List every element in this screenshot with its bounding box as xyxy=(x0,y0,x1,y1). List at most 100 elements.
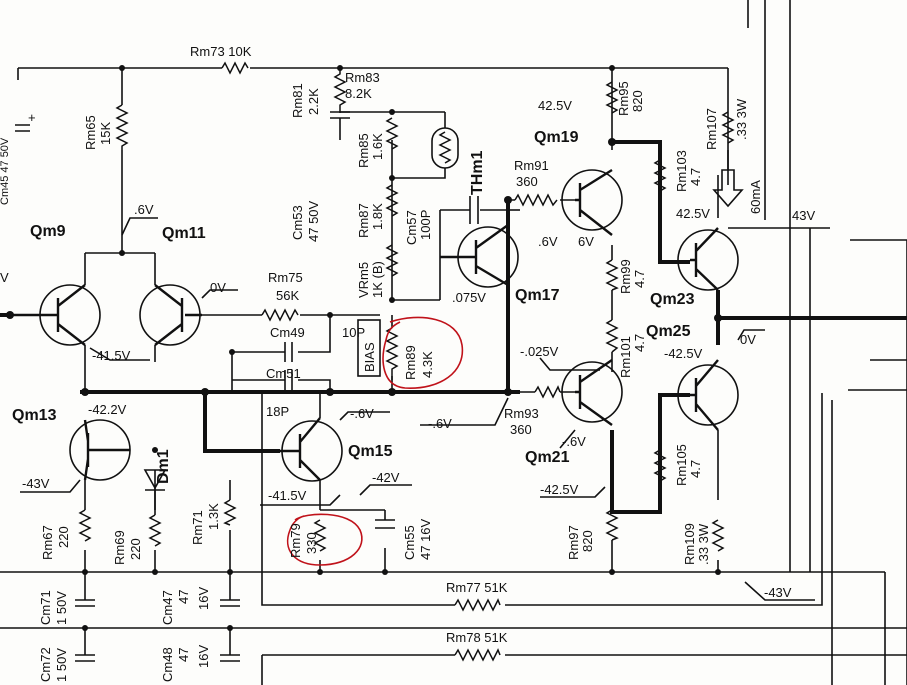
rm81-value: 2.2K xyxy=(306,88,321,115)
rm97-value: 820 xyxy=(580,530,595,552)
cm57-value: 100P xyxy=(418,210,433,240)
rm97-resistor xyxy=(605,509,619,541)
rm79-value: 330 xyxy=(304,532,319,554)
thm1-label: THm1 xyxy=(469,150,486,195)
voltage-6v: 6V xyxy=(578,234,594,249)
rm69-value: 220 xyxy=(128,538,143,560)
voltage-qm9-emitter: -41.5V xyxy=(92,348,131,363)
rm77-resistor xyxy=(454,598,501,612)
rm109-name: Rm109 xyxy=(682,523,697,565)
voltage-minus06: -.6V xyxy=(428,416,452,431)
rm97-name: Rm97 xyxy=(566,525,581,560)
current-arrow xyxy=(712,169,744,208)
qm23-label: Qm23 xyxy=(650,291,695,308)
rm101-resistor xyxy=(605,319,619,353)
rm65-value: 15K xyxy=(98,122,113,145)
bias-box xyxy=(357,319,381,377)
rm85-name: Rm85 xyxy=(356,133,371,168)
junction-dots xyxy=(6,65,722,631)
voltage-qm13: -42.2V xyxy=(88,402,127,417)
rm103-name: Rm103 xyxy=(674,150,689,192)
qm9-transistor xyxy=(12,284,101,346)
qm15-transistor xyxy=(280,417,343,482)
rm93-name: Rm93 xyxy=(504,406,539,421)
cm53-capacitor xyxy=(330,111,350,140)
vrm5-value: 1K (B) xyxy=(370,261,385,298)
transistor-symbols xyxy=(12,168,739,482)
voltage-0v-signal: 0V xyxy=(210,280,226,295)
qm17-label: Qm17 xyxy=(515,287,560,304)
qm13-label: Qm13 xyxy=(12,407,57,424)
bias-label: BIAS xyxy=(362,342,377,372)
rm81-name: Rm81 xyxy=(290,83,305,118)
rm89-resistor xyxy=(385,327,399,380)
rm95-name: Rm95 xyxy=(616,81,631,116)
rm78-label: Rm78 51K xyxy=(446,630,508,645)
cm49-value: 10P xyxy=(342,325,365,340)
rm95-resistor xyxy=(605,81,619,114)
qm17-transistor xyxy=(440,224,519,288)
dm1-diode xyxy=(143,469,167,515)
rm71-value: 1.3K xyxy=(206,503,221,530)
cm57-capacitor xyxy=(469,196,479,224)
cm55-value: 47 16V xyxy=(418,518,433,560)
qm9-label: Qm9 xyxy=(30,223,66,240)
rm99-resistor xyxy=(605,259,619,291)
capacitors xyxy=(15,111,479,662)
rm71-resistor xyxy=(223,499,237,526)
cm-edge-label: Cm45 47 50V xyxy=(0,137,11,205)
voltage-qm15-base: -.6V xyxy=(350,406,374,421)
vrm5-resistor xyxy=(385,244,399,277)
cm55-capacitor xyxy=(375,519,395,529)
cm48-name: Cm48 xyxy=(160,647,175,682)
voltage-minus43-right: -43V xyxy=(764,585,792,600)
labels: Qm9 Qm11 Qm13 Qm15 Qm17 Qm19 Qm21 Qm23 Q… xyxy=(0,44,815,682)
rm79-highlight xyxy=(286,513,363,566)
qm21-transistor xyxy=(561,359,623,426)
rm105-value: 4.7 xyxy=(688,460,703,478)
cm53-name: Cm53 xyxy=(290,205,305,240)
rm101-value: 4.7 xyxy=(632,334,647,352)
rm77-label: Rm77 51K xyxy=(446,580,508,595)
voltage-minus425-qm21: -42.5V xyxy=(540,482,579,497)
qm19-label: Qm19 xyxy=(534,129,579,146)
rm91-resistor xyxy=(514,193,558,207)
cm49-name: Cm49 xyxy=(270,325,305,340)
cm48-voltage: 16V xyxy=(196,645,211,668)
qm19-transistor xyxy=(561,168,623,236)
rm75-value: 56K xyxy=(276,288,299,303)
rm109-resistor xyxy=(711,519,725,552)
cm-edge-capacitor xyxy=(15,124,30,132)
cm55-name: Cm55 xyxy=(402,525,417,560)
cm53-value: 47 50V xyxy=(306,200,321,242)
voltage-left-edge: V xyxy=(0,270,9,285)
rm107-resistor xyxy=(721,111,735,144)
rm89-name: Rm89 xyxy=(403,345,418,380)
rm105-resistor xyxy=(653,449,667,482)
rm87-resistor xyxy=(385,184,399,217)
rm101-name: Rm101 xyxy=(618,336,633,378)
rm89-highlight xyxy=(382,316,464,389)
rm107-value: .33 3W xyxy=(734,98,749,140)
qm25-transistor xyxy=(677,359,739,431)
qm15-label: Qm15 xyxy=(348,443,393,460)
voltage-minus425-qm25: -42.5V xyxy=(664,346,703,361)
rm93-resistor xyxy=(534,385,561,399)
rm87-value: 1.8K xyxy=(370,203,385,230)
rm109-value: .33 3W xyxy=(696,523,711,565)
rm95-value: 820 xyxy=(630,90,645,112)
cm47-capacitor xyxy=(220,599,240,607)
qm13-transistor xyxy=(69,419,131,481)
rm89-value: 4.3K xyxy=(420,351,435,378)
rm103-resistor xyxy=(653,159,667,192)
cm51-value: 18P xyxy=(266,404,289,419)
voltage-qm11-base: .6V xyxy=(134,202,154,217)
rm69-resistor xyxy=(148,514,162,547)
voltage-06-qm19: .6V xyxy=(538,234,558,249)
voltage-minus0025: -.025V xyxy=(520,344,559,359)
rm83-value: 8.2K xyxy=(345,86,372,101)
current-60ma: 60mA xyxy=(748,180,763,214)
rm79-name: Rm79 xyxy=(288,523,303,558)
